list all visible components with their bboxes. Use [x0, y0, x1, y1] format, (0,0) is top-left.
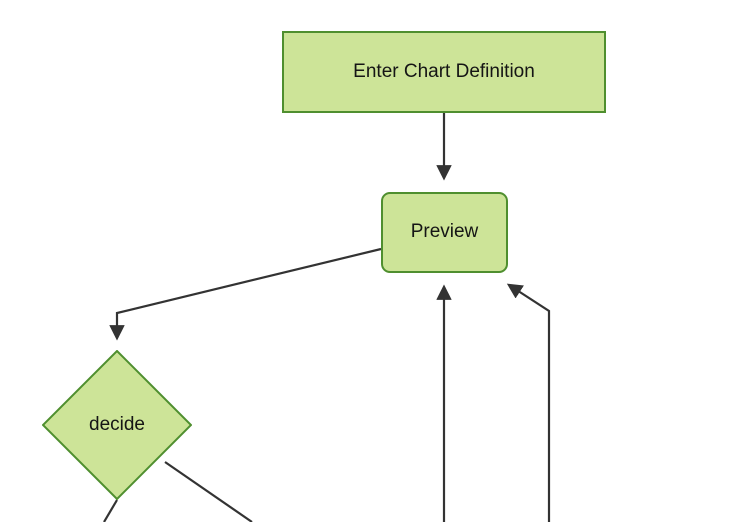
- node-label-decide: decide: [89, 413, 145, 435]
- node-enter-chart-definition[interactable]: Enter Chart Definition: [282, 31, 606, 113]
- edge-decide-down-left: [103, 499, 118, 522]
- node-label-enter-chart-definition: Enter Chart Definition: [353, 60, 535, 82]
- node-decide[interactable]: decide: [42, 350, 192, 500]
- node-preview[interactable]: Preview: [381, 192, 508, 273]
- decide-diamond-shape: [42, 350, 192, 500]
- edge-decide-down-right: [164, 461, 253, 522]
- edge-preview-to-decide: [109, 247, 382, 341]
- edge-right-up-to-preview: [506, 283, 551, 522]
- node-label-preview: Preview: [410, 221, 479, 243]
